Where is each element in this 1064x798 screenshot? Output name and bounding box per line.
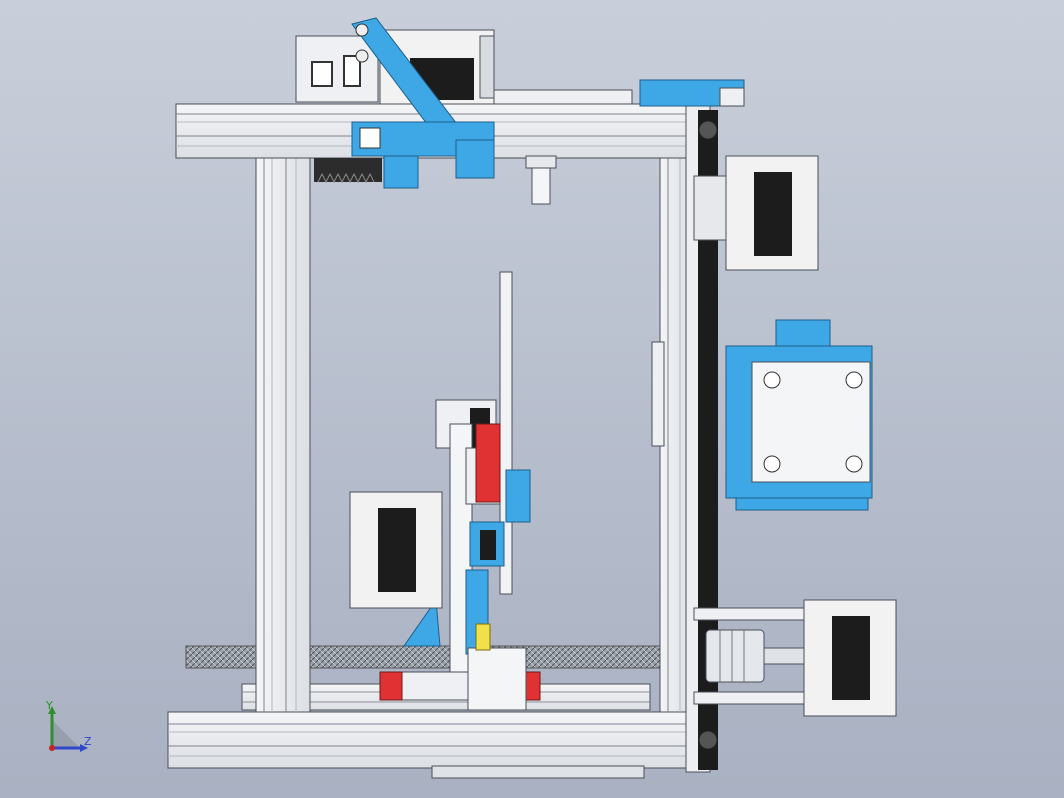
gear-rack — [314, 158, 382, 184]
right-lower-stepper-motor — [693, 599, 897, 717]
shaft-coupler — [705, 629, 805, 683]
triad-plane — [52, 720, 80, 748]
right-upper-stepper-motor — [693, 155, 819, 271]
right-vertical-extrusion — [659, 155, 691, 713]
triad-z-label: Z — [84, 735, 92, 748]
axis-triad — [48, 706, 88, 752]
left-stepper-motor — [349, 491, 443, 609]
right-middle-motor-block — [725, 319, 873, 511]
right-mid-plate — [651, 341, 665, 447]
central-carriage — [403, 399, 531, 685]
top-nozzle-fitting — [525, 155, 557, 205]
top-right-blue-bracket — [639, 79, 745, 107]
bottom-slider-block — [379, 623, 541, 711]
red-stop-block — [475, 423, 501, 503]
left-vertical-extrusion — [255, 155, 311, 713]
triad-y-label: Y — [46, 699, 53, 712]
blue-carriage-bracket — [351, 121, 495, 189]
top-motor-housing — [295, 35, 379, 103]
bottom-frame-extrusion — [167, 711, 695, 779]
top-carriage-plate — [491, 89, 633, 105]
